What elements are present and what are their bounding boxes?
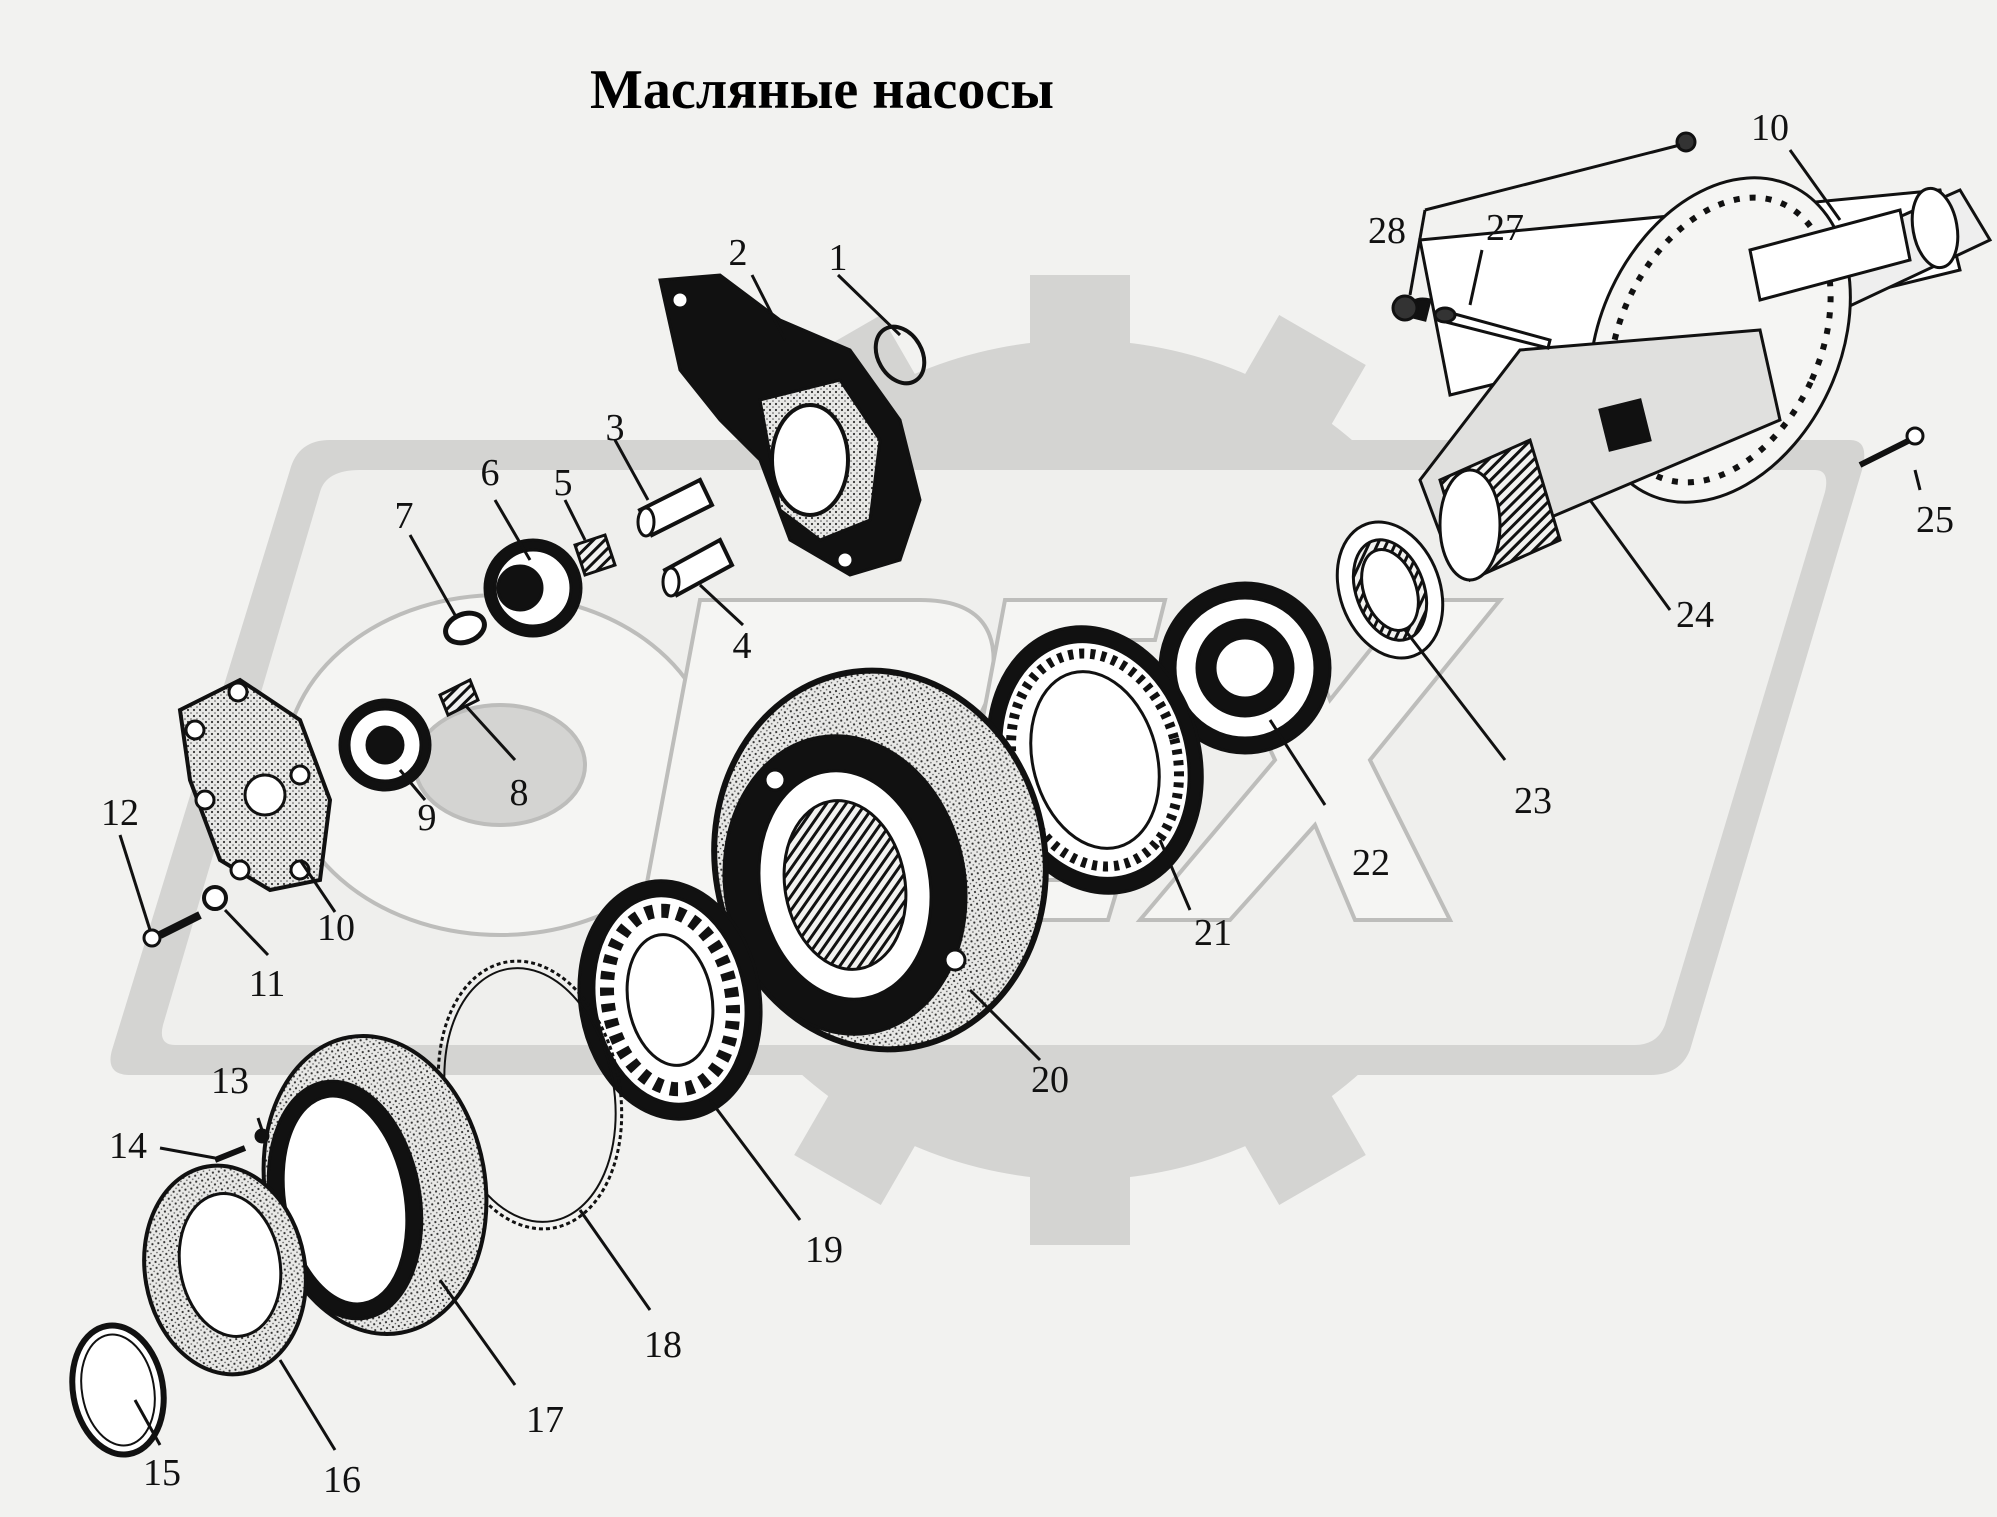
part-3-bushing <box>636 477 715 538</box>
callout-20: 20 <box>1031 1059 1069 1101</box>
part-2-pump-body <box>658 273 922 577</box>
part-16-seal <box>142 1163 308 1377</box>
callout-21: 21 <box>1194 912 1232 954</box>
callout-11: 11 <box>249 963 286 1005</box>
callout-7: 7 <box>395 495 414 537</box>
part-1-snap-ring <box>873 324 927 386</box>
part-28-plug <box>1391 131 1697 322</box>
callout-19: 19 <box>805 1229 843 1271</box>
callout-25: 25 <box>1916 499 1954 541</box>
callout-17: 17 <box>526 1399 564 1441</box>
part-23-ring <box>1335 520 1445 660</box>
callout-24: 24 <box>1676 594 1714 636</box>
part-6-gear <box>483 538 583 638</box>
part-13-14-fasteners <box>213 1128 270 1163</box>
part-27-pin <box>1433 306 1552 350</box>
callout-18: 18 <box>644 1324 682 1366</box>
part-19-bearing <box>577 879 763 1121</box>
callout-15: 15 <box>143 1452 181 1494</box>
callout-4: 4 <box>733 625 752 667</box>
part-10-shaft-flange <box>1418 176 1993 583</box>
callout-6: 6 <box>481 452 500 494</box>
part-9-gear <box>338 698 432 792</box>
callout-1: 1 <box>829 237 848 279</box>
parts <box>69 131 1993 1458</box>
callout-13: 13 <box>211 1060 249 1102</box>
callout-2: 2 <box>729 232 748 274</box>
page-title: Масляные насосы <box>590 59 1054 121</box>
callout-9: 9 <box>418 797 437 839</box>
part-11-12-fasteners <box>142 885 228 948</box>
callout-22: 22 <box>1352 842 1390 884</box>
callout-labels: 1 2 3 4 5 6 7 8 9 10 10 11 12 13 14 15 1… <box>101 107 1954 1501</box>
callout-10b: 10 <box>1751 107 1789 149</box>
callout-23: 23 <box>1514 780 1552 822</box>
callout-3: 3 <box>606 407 625 449</box>
part-20-housing <box>711 667 1049 1053</box>
callout-8: 8 <box>510 772 529 814</box>
leader-lines <box>118 149 1922 1451</box>
part-15-ring <box>69 1322 167 1458</box>
part-10-pump-cover <box>177 677 333 893</box>
callout-16: 16 <box>323 1459 361 1501</box>
part-5-small-gear <box>573 533 617 577</box>
callout-12: 12 <box>101 792 139 834</box>
part-25-bolt <box>1858 426 1925 468</box>
callout-5: 5 <box>554 462 573 504</box>
part-8-small-gear <box>438 677 480 718</box>
callout-28: 28 <box>1368 210 1406 252</box>
callout-27: 27 <box>1486 207 1524 249</box>
part-22-gear <box>1158 581 1332 755</box>
part-7-washer <box>443 610 487 646</box>
part-4-bushing <box>661 537 735 598</box>
callout-10a: 10 <box>317 907 355 949</box>
callout-14: 14 <box>109 1125 147 1167</box>
